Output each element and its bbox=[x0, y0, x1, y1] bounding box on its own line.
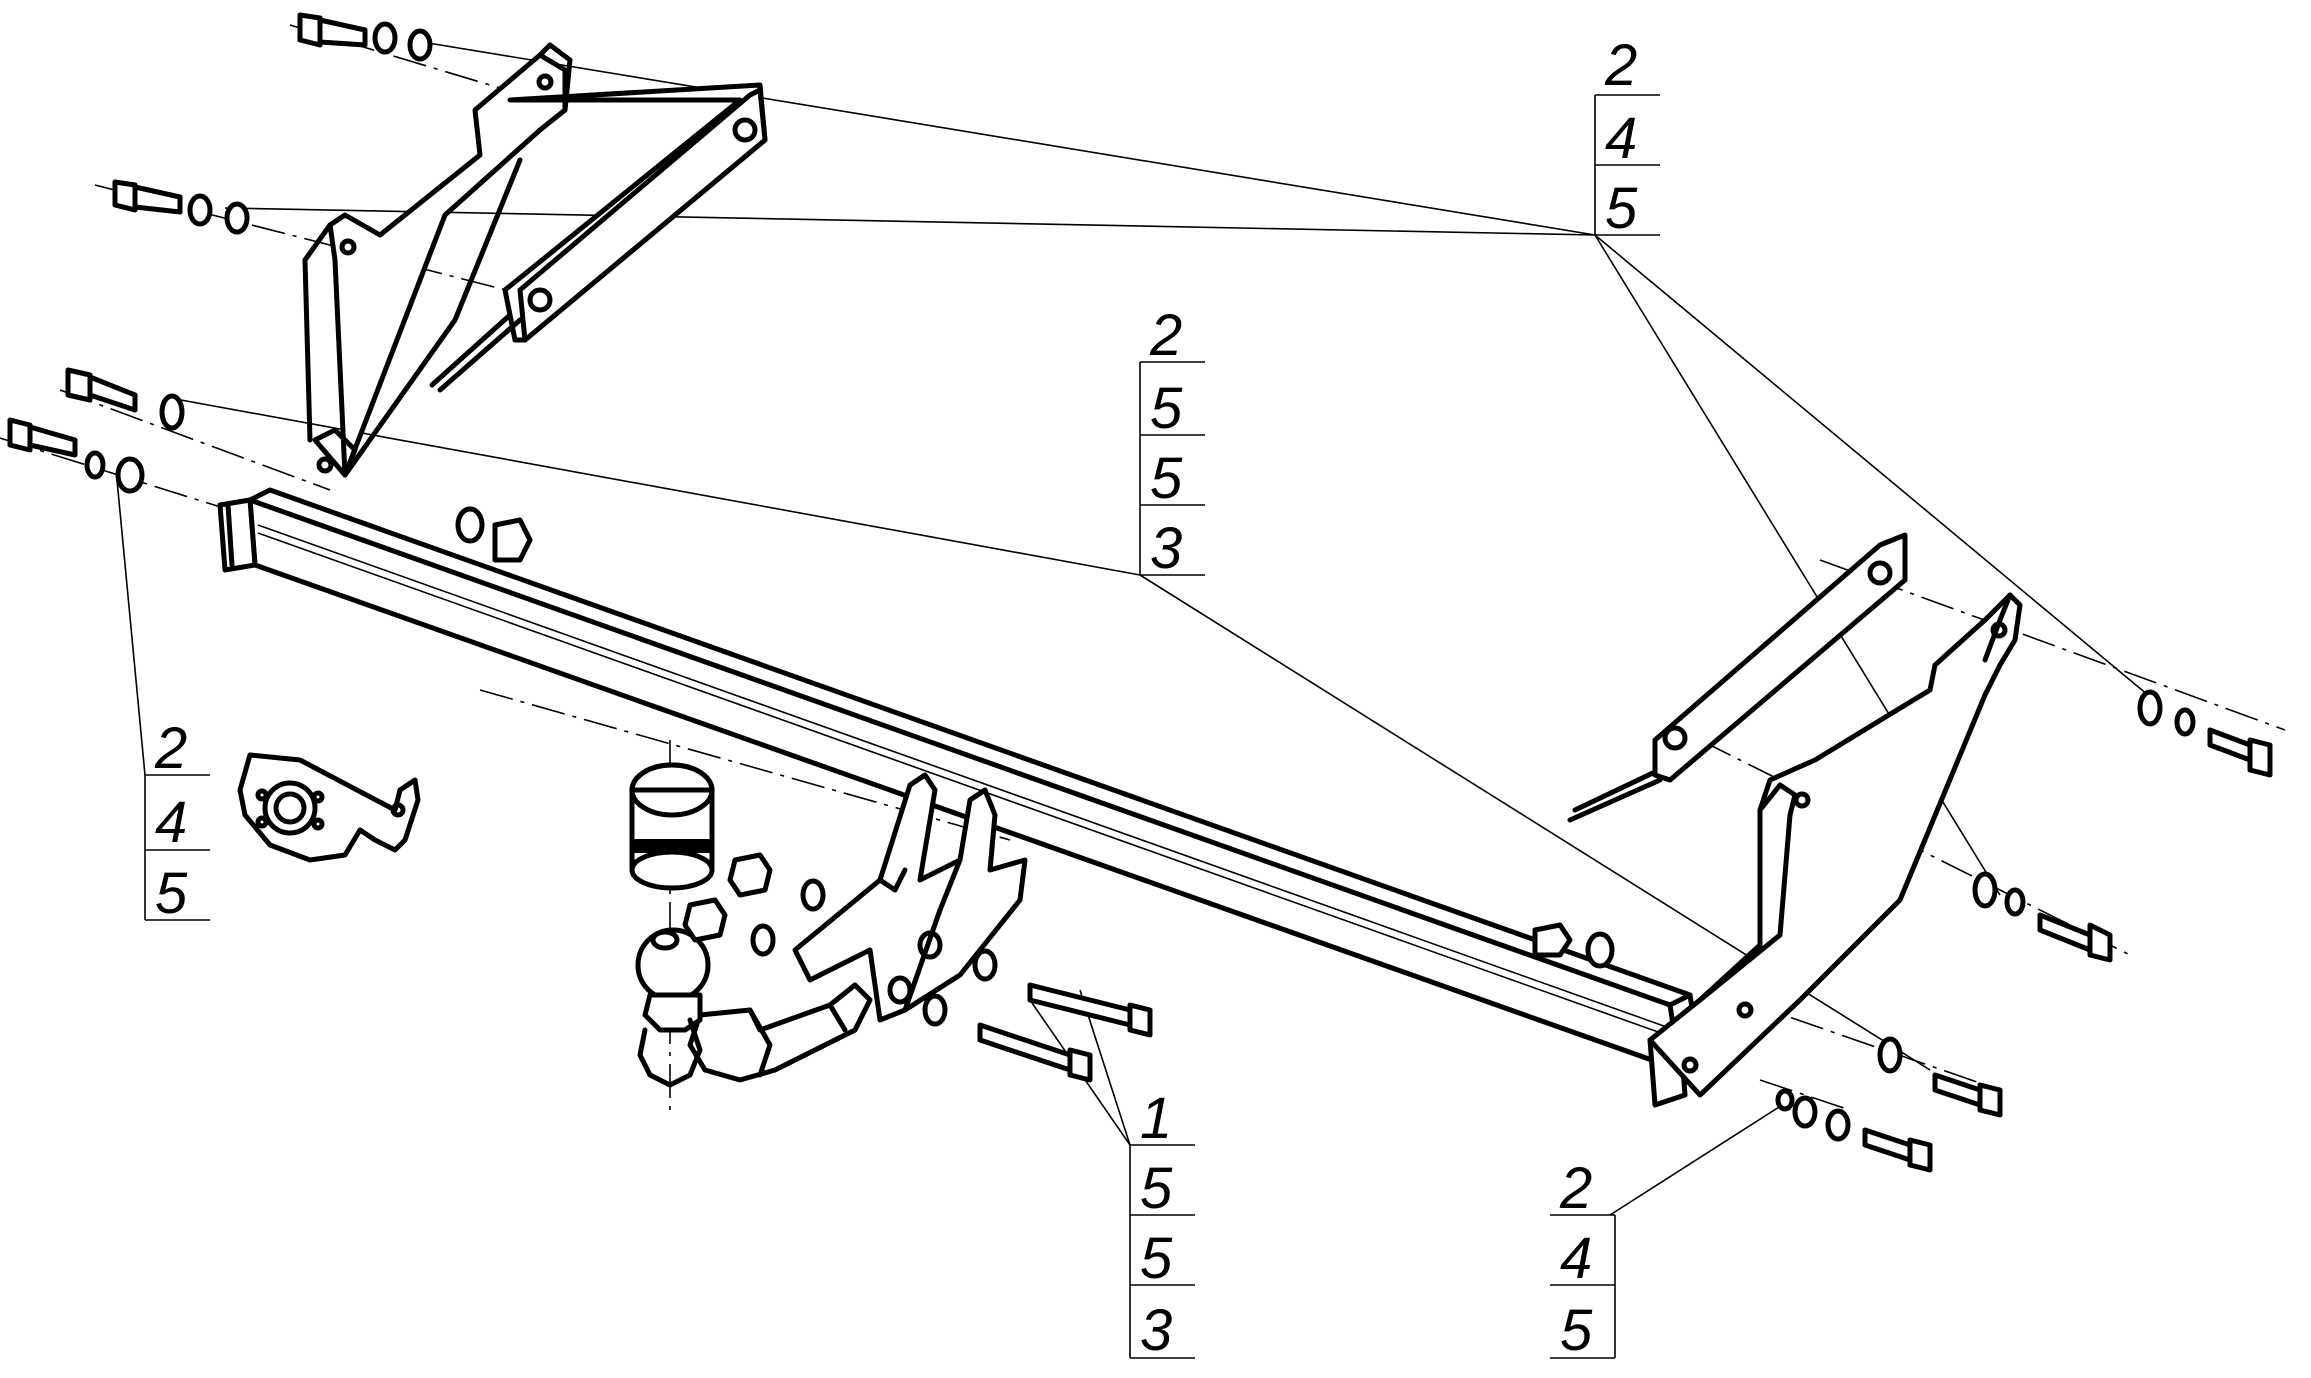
right-strap bbox=[1567, 532, 1908, 823]
callout-bottom-right-item-3: 5 bbox=[1560, 1298, 1593, 1363]
bolt-right-mid bbox=[1972, 871, 2113, 963]
bolt-upper-left bbox=[112, 179, 250, 235]
left-strap bbox=[429, 82, 768, 393]
cross-beam bbox=[217, 487, 1703, 1108]
callout-top-right: 2 4 5 bbox=[1594, 33, 1660, 241]
callout-bottom-center-item-3: 5 bbox=[1140, 1226, 1173, 1291]
bolt-right-low bbox=[1877, 1036, 2003, 1118]
callout-center-item-1: 2 bbox=[1149, 303, 1182, 368]
callout-bottom-right: 2 4 5 bbox=[1550, 1156, 1616, 1363]
callout-bottom-right-item-1: 2 bbox=[1559, 1156, 1592, 1221]
bolt-right-top bbox=[2137, 689, 2273, 778]
ball-cap bbox=[629, 762, 715, 891]
bolt-top-left bbox=[297, 12, 433, 62]
callout-top-right-item-1: 2 bbox=[1604, 33, 1637, 98]
callout-bottom-center-item-4: 3 bbox=[1140, 1298, 1172, 1363]
callout-bottom-center-item-2: 5 bbox=[1140, 1156, 1173, 1221]
bolt-mid-left bbox=[65, 367, 185, 431]
callout-center-item-4: 3 bbox=[1150, 516, 1182, 581]
right-bracket bbox=[1647, 592, 2023, 1098]
bolts bbox=[7, 12, 2273, 1173]
callout-left-item-3: 5 bbox=[155, 861, 188, 926]
callout-left: 2 4 5 bbox=[144, 716, 210, 926]
bolt-lower-left bbox=[7, 417, 145, 494]
callout-center: 2 5 5 3 bbox=[1139, 303, 1205, 581]
beam-nuts bbox=[455, 506, 1615, 969]
bolts-center bbox=[682, 852, 1153, 1083]
callout-bottom-center: 1 5 5 3 bbox=[1129, 1086, 1195, 1363]
callout-center-item-2: 5 bbox=[1150, 376, 1183, 441]
callout-top-right-item-3: 5 bbox=[1605, 176, 1638, 241]
callout-left-item-2: 4 bbox=[155, 790, 187, 855]
socket-plate bbox=[237, 752, 421, 863]
callout-bottom-right-item-2: 4 bbox=[1560, 1226, 1592, 1291]
left-bracket bbox=[302, 42, 573, 478]
callout-top-right-item-2: 4 bbox=[1605, 106, 1637, 171]
callout-bottom-center-item-1: 1 bbox=[1140, 1086, 1172, 1151]
center-tow-bracket bbox=[635, 772, 1028, 1088]
callout-center-item-3: 5 bbox=[1150, 446, 1183, 511]
callout-left-item-1: 2 bbox=[154, 716, 187, 781]
bolt-right-bottom bbox=[1775, 1088, 1933, 1173]
